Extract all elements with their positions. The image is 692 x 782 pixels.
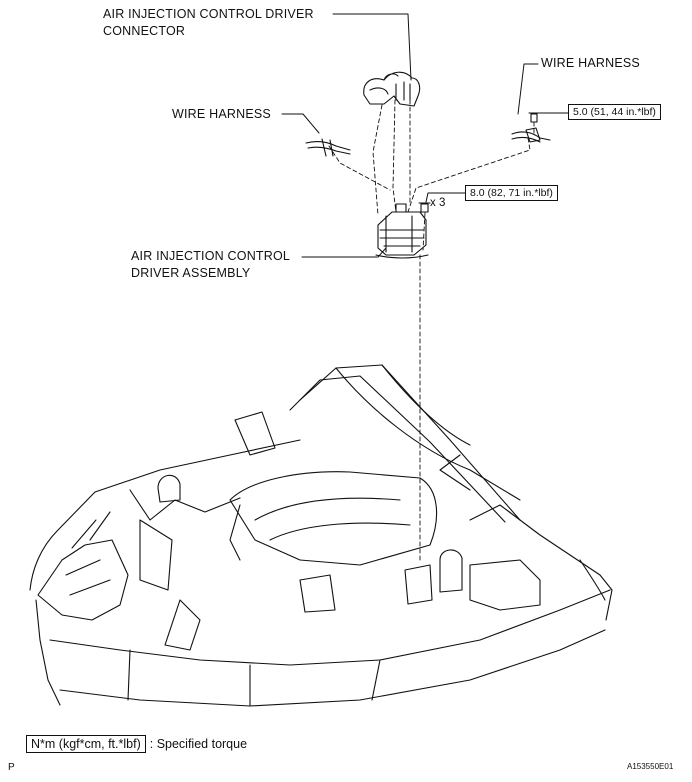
label-air-injection-control-driver-connector: AIR INJECTION CONTROL DRIVER CONNECTOR xyxy=(103,7,314,38)
label-wire-harness-right: WIRE HARNESS xyxy=(541,56,640,70)
wire-harness-right-part xyxy=(511,112,551,143)
legend: N*m (kgf*cm, ft.*lbf): Specified torque xyxy=(26,735,248,753)
legend-text: : Specified torque xyxy=(149,737,248,751)
page-mark: P xyxy=(8,762,15,773)
driver-assembly-part xyxy=(375,202,431,259)
vehicle-line-art xyxy=(29,364,613,707)
torque-spec-driver-bolts: 8.0 (82, 71 in.*lbf) xyxy=(465,185,558,201)
wire-harness-left-part xyxy=(305,138,351,157)
bolt-quantity: x 3 xyxy=(430,197,446,209)
torque-spec-small-bolt: 5.0 (51, 44 in.*lbf) xyxy=(568,104,661,120)
label-air-injection-control-driver-assembly: AIR INJECTION CONTROL DRIVER ASSEMBLY xyxy=(131,249,291,280)
label-wire-harness-left: WIRE HARNESS xyxy=(172,107,271,121)
connector-part xyxy=(363,71,421,107)
figure-id: A153550E01 xyxy=(627,762,674,771)
legend-unit-box: N*m (kgf*cm, ft.*lbf) xyxy=(26,735,146,753)
leader-lines xyxy=(281,13,569,258)
